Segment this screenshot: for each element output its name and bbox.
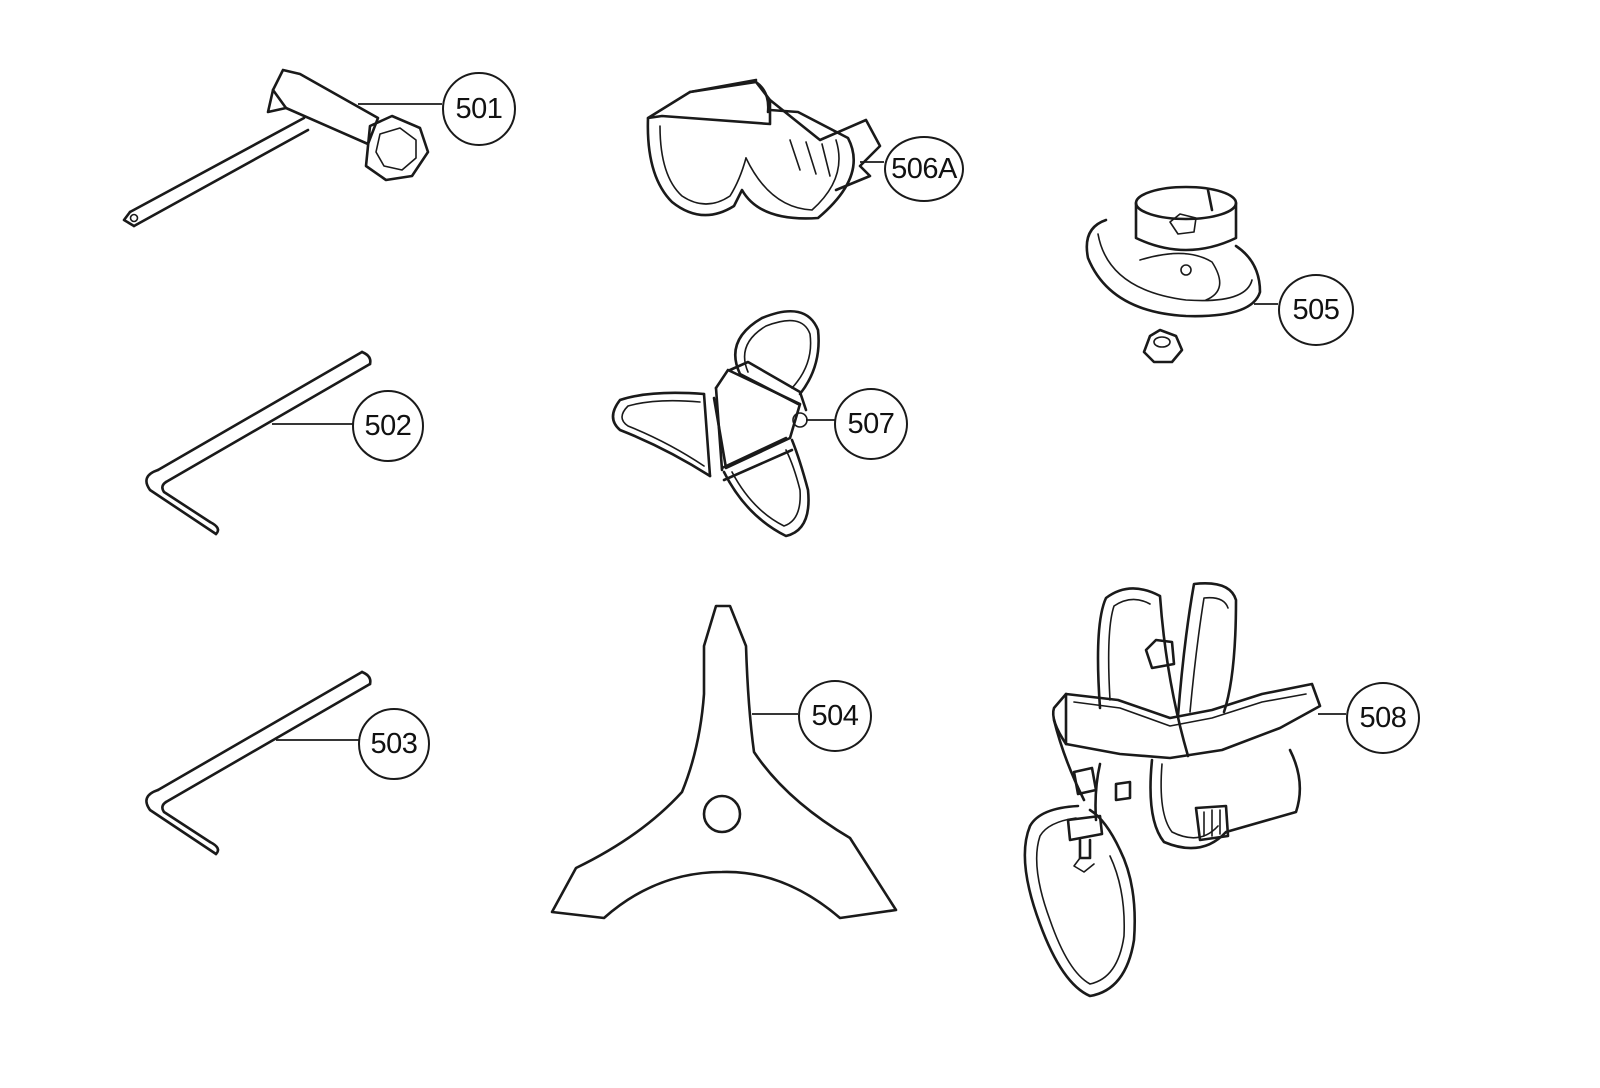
callout-label: 507: [847, 407, 895, 440]
cutting-head-icon: [1085, 185, 1262, 364]
callout-label: 503: [370, 727, 418, 760]
callout-label: 505: [1292, 293, 1340, 326]
spark-plug-wrench-icon: [122, 68, 430, 228]
callout-label: 506A: [891, 152, 957, 185]
callout-504: 504: [798, 680, 872, 752]
callout-503: 503: [358, 708, 430, 780]
callout-506A: 506A: [884, 136, 964, 202]
safety-glasses-icon: [646, 78, 882, 220]
hex-key-icon: [145, 670, 372, 856]
callout-508: 508: [1346, 682, 1420, 754]
callout-label: 502: [364, 409, 412, 442]
blade-guard-icon: [611, 310, 820, 538]
callout-502: 502: [352, 390, 424, 462]
hex-key-icon: [145, 350, 372, 536]
callout-501: 501: [442, 72, 516, 146]
three-tooth-blade-icon: [550, 604, 898, 920]
callout-label: 508: [1359, 701, 1407, 734]
callout-label: 501: [455, 92, 503, 125]
callout-505: 505: [1278, 274, 1354, 346]
callout-label: 504: [811, 699, 859, 732]
shoulder-harness-icon: [1023, 582, 1322, 998]
callout-507: 507: [834, 388, 908, 460]
